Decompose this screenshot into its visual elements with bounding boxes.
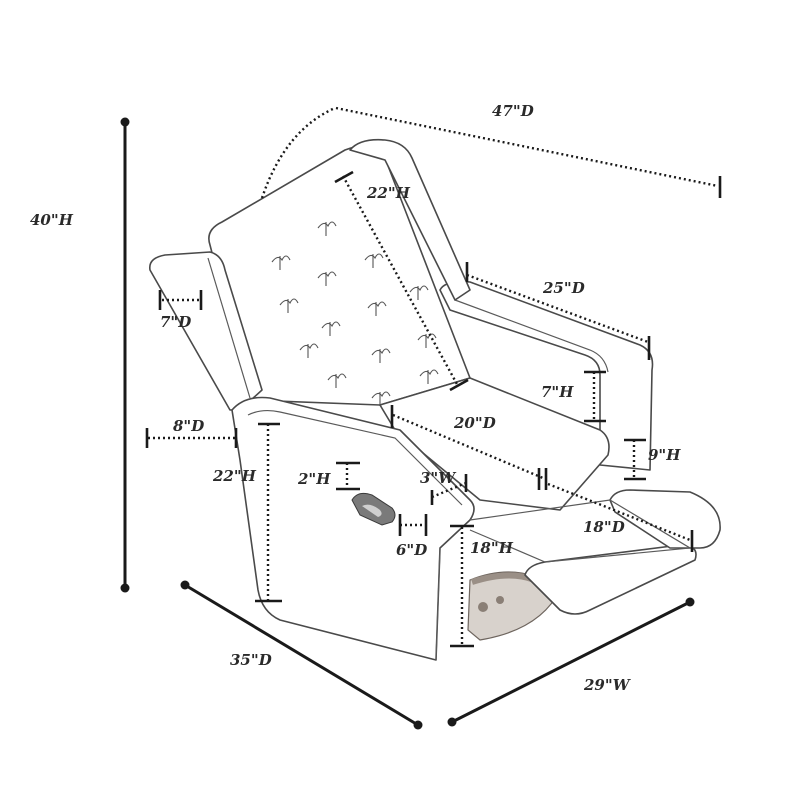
dimension-labels: 40"H 47"D 22"H 25"D 7"D 8"D 22"H 7"H 20"…	[30, 102, 681, 694]
label-overall-height: 40"H	[30, 211, 74, 229]
label-back-height: 22"H	[366, 184, 411, 202]
footrest-upper	[609, 489, 721, 549]
label-handle-width: 3"W	[420, 469, 457, 487]
recliner-illustration	[148, 138, 721, 661]
left-wing	[148, 251, 263, 411]
dim-seat-depth-top	[466, 273, 649, 344]
seat-cushion	[379, 377, 610, 511]
release-handle[interactable]	[351, 492, 396, 526]
label-wing-depth: 7"D	[160, 313, 191, 331]
label-base-width: 29"W	[583, 676, 632, 694]
label-seat-depth-top: 25"D	[542, 279, 585, 297]
dim-seat-depth	[392, 413, 544, 480]
dim-recline-arc	[260, 106, 336, 199]
label-footrest-height: 9"H	[648, 446, 681, 464]
label-handle-height: 2"H	[297, 470, 331, 488]
footrest-lower	[524, 544, 697, 615]
label-base-depth: 35"D	[230, 651, 272, 669]
label-footrest-depth: 18"D	[583, 518, 625, 536]
label-arm-depth: 8"D	[173, 417, 204, 435]
label-seat-depth: 20"D	[453, 414, 496, 432]
left-arm	[231, 396, 475, 661]
tufting	[271, 221, 439, 406]
dim-base-depth	[184, 583, 419, 727]
label-seat-height: 18"H	[470, 539, 514, 557]
label-overall-depth: 47"D	[492, 102, 534, 120]
label-arm-height: 22"H	[212, 467, 257, 485]
dimension-lines	[120, 106, 722, 730]
dim-base-width	[451, 600, 691, 724]
right-wing	[349, 138, 471, 301]
dim-handle-width	[431, 481, 467, 499]
label-cushion-height: 7"H	[541, 383, 574, 401]
dim-footrest-depth	[547, 482, 691, 542]
label-handle-depth: 6"D	[396, 541, 427, 559]
